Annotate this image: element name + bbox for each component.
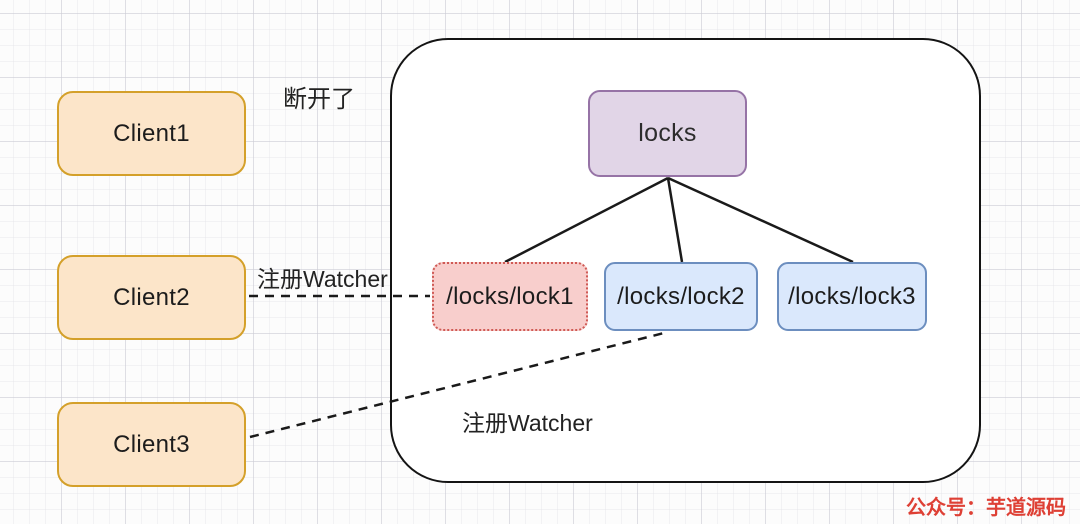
client3-watcher-annotation: 注册Watcher <box>462 410 593 436</box>
znode-lock2-label: /locks/lock2 <box>617 282 745 310</box>
znode-lock1-label: /locks/lock1 <box>446 282 574 310</box>
client3-label: Client3 <box>113 430 190 458</box>
znode-lock3-label: /locks/lock3 <box>788 282 916 310</box>
client3-node: Client3 <box>57 402 246 487</box>
znode-lock3: /locks/lock3 <box>777 262 927 331</box>
client2-watcher-annotation: 注册Watcher <box>257 266 388 292</box>
znode-lock1-disconnected: /locks/lock1 <box>432 262 588 331</box>
client1-node: Client1 <box>57 91 246 176</box>
znode-locks-root: locks <box>588 90 747 177</box>
disconnected-annotation: 断开了 <box>283 86 355 113</box>
client1-label: Client1 <box>113 119 190 147</box>
znode-locks-root-label: locks <box>638 119 697 147</box>
client2-node: Client2 <box>57 255 246 340</box>
client2-label: Client2 <box>113 283 190 311</box>
watermark-text: 公众号：芋道源码 <box>906 497 1066 519</box>
znode-lock2: /locks/lock2 <box>604 262 758 331</box>
